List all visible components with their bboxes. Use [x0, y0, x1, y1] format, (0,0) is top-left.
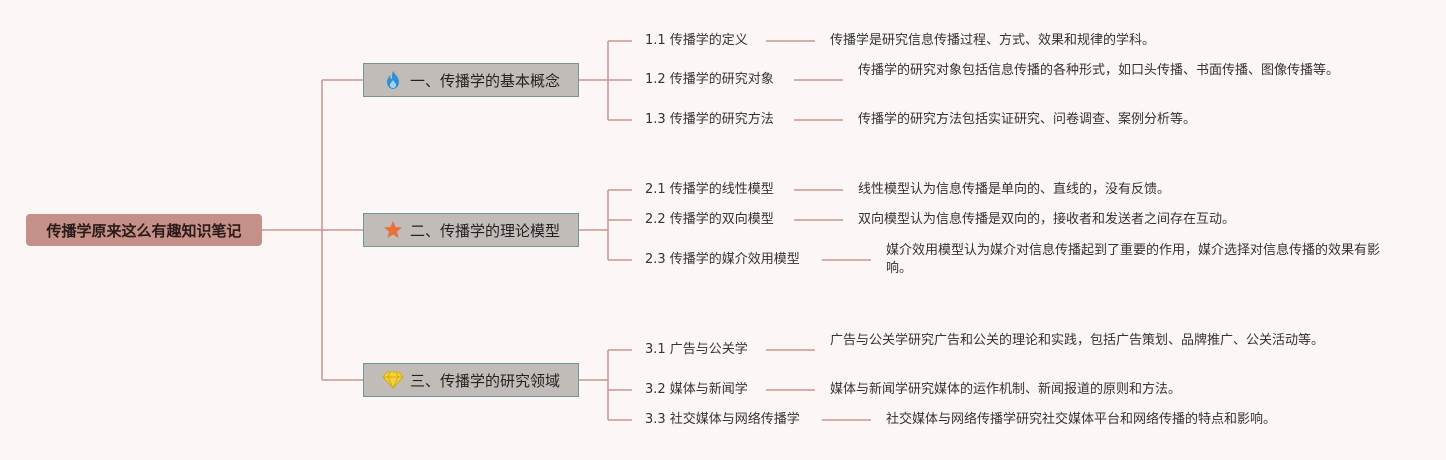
desc-3-1: 广告与公关学研究广告和公关的理论和实践，包括广告策划、品牌推广、公关活动等。	[830, 333, 1325, 348]
leaf-3-1[interactable]: 3.1 广告与公关学	[645, 342, 748, 357]
desc-1-3: 传播学的研究方法包括实证研究、问卷调查、案例分析等。	[858, 112, 1197, 127]
leaf-1-1[interactable]: 1.1 传播学的定义	[645, 33, 748, 48]
leaf-3-2[interactable]: 3.2 媒体与新闻学	[645, 382, 748, 397]
desc-3-2: 媒体与新闻学研究媒体的运作机制、新闻报道的原则和方法。	[830, 382, 1182, 397]
desc-3-3: 社交媒体与网络传播学研究社交媒体平台和网络传播的特点和影响。	[886, 412, 1277, 427]
branch-theory-models[interactable]: 二、传播学的理论模型	[363, 213, 579, 247]
diamond-icon	[382, 369, 404, 391]
leaf-1-3[interactable]: 1.3 传播学的研究方法	[645, 112, 774, 127]
branch-research-fields[interactable]: 三、传播学的研究领域	[363, 363, 579, 397]
desc-2-3: 媒介效用模型认为媒介对信息传播起到了重要的作用，媒介选择对信息传播的效果有影响。	[886, 243, 1381, 276]
flame-icon	[382, 69, 404, 91]
branch-label: 三、传播学的研究领域	[409, 371, 560, 390]
star-icon	[382, 219, 404, 241]
desc-2-1: 线性模型认为信息传播是单向的、直线的，没有反馈。	[858, 182, 1171, 197]
leaf-3-3[interactable]: 3.3 社交媒体与网络传播学	[645, 412, 800, 427]
branch-basic-concepts[interactable]: 一、传播学的基本概念	[363, 63, 579, 97]
desc-2-2: 双向模型认为信息传播是双向的，接收者和发送者之间存在互动。	[858, 212, 1236, 227]
branch-label: 二、传播学的理论模型	[409, 221, 560, 240]
leaf-1-2[interactable]: 1.2 传播学的研究对象	[645, 72, 774, 87]
branch-label: 一、传播学的基本概念	[409, 71, 560, 90]
desc-1-2: 传播学的研究对象包括信息传播的各种形式，如口头传播、书面传播、图像传播等。	[858, 63, 1340, 78]
leaf-2-1[interactable]: 2.1 传播学的线性模型	[645, 182, 774, 197]
root-node[interactable]: 传播学原来这么有趣知识笔记	[26, 214, 262, 246]
desc-1-1: 传播学是研究信息传播过程、方式、效果和规律的学科。	[830, 33, 1156, 48]
leaf-2-3[interactable]: 2.3 传播学的媒介效用模型	[645, 252, 800, 267]
leaf-2-2[interactable]: 2.2 传播学的双向模型	[645, 212, 774, 227]
root-label: 传播学原来这么有趣知识笔记	[46, 221, 242, 240]
